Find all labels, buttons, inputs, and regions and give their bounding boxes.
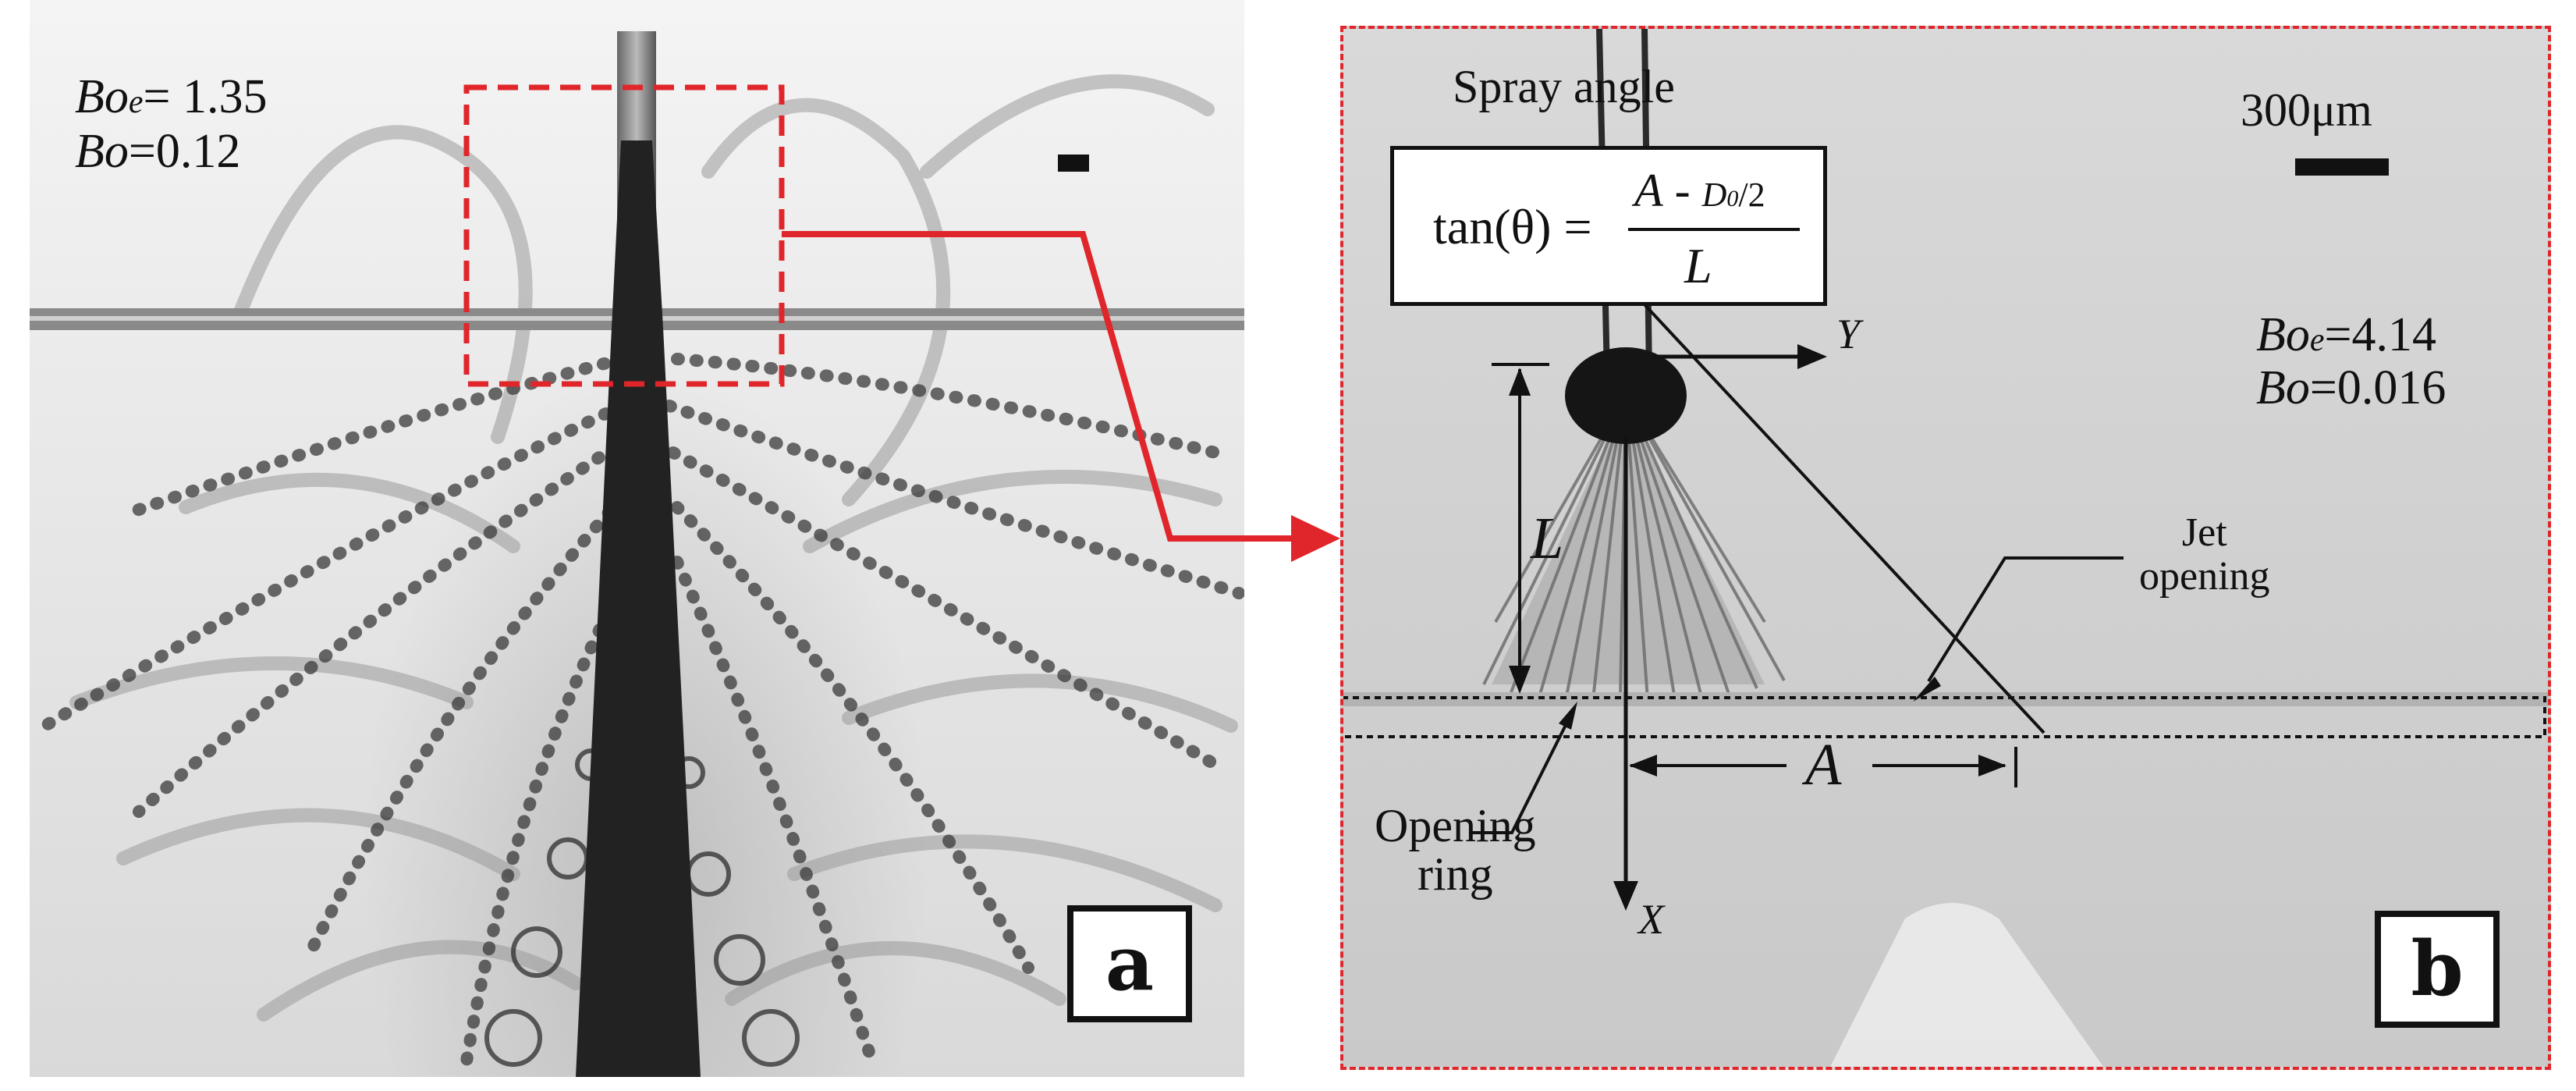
opening-ring-leader	[1470, 723, 1568, 834]
scale-bar-a	[1058, 155, 1089, 172]
formula-lhs: tan(θ) =	[1433, 199, 1592, 254]
photo-panel-b: Spray angle tan(θ) = A - D0/2 L 300μm Bo…	[1340, 26, 2551, 1070]
bubble-photo-a	[30, 31, 1244, 1077]
formula-fraction-bar	[1628, 228, 1800, 231]
jet-opening-label: Jet opening	[2139, 510, 2270, 599]
jet-opening-leader	[1927, 556, 2124, 683]
bo-e-label-a: Boe= 1.35	[75, 70, 268, 123]
formula-numerator: A - D0/2	[1634, 165, 1765, 216]
scale-label: 300μm	[2241, 84, 2372, 136]
photo-panel-a: Boe= 1.35 Bo=0.12 a	[30, 0, 1244, 1077]
x-axis-arrowhead	[1613, 881, 1638, 911]
tangent-line	[1607, 265, 2046, 734]
l-dimension-label: L	[1531, 506, 1564, 571]
panel-label-a: a	[1067, 905, 1192, 1022]
lower-spray	[1830, 903, 2104, 1067]
a-dimension-label: A	[1805, 732, 1842, 798]
formula-box: tan(θ) = A - D0/2 L	[1390, 146, 1827, 306]
spray-angle-title: Spray angle	[1453, 61, 1675, 112]
scale-bar-b	[2295, 158, 2389, 176]
jet-head	[1565, 347, 1687, 444]
opening-ring-label: Opening ring	[1375, 800, 1536, 900]
bo-label-b: Bo=0.016	[2256, 361, 2446, 414]
panel-label-b: b	[2375, 911, 2500, 1028]
spray-fan	[1482, 394, 1786, 701]
bo-e-label-b: Boe=4.14	[2256, 308, 2436, 361]
opening-ring-box	[1343, 696, 2546, 738]
x-axis-label: X	[1638, 896, 1664, 943]
y-axis-arrowhead	[1797, 344, 1827, 369]
bubble-jet	[576, 140, 701, 1077]
spray-photo-b	[1343, 29, 2548, 1067]
connector-arrowhead	[1291, 515, 1340, 562]
bo-label-a: Bo=0.12	[75, 125, 241, 178]
y-axis-label: Y	[1836, 311, 1861, 357]
bubble-chains	[39, 353, 1244, 1068]
formula-denominator: L	[1684, 238, 1712, 293]
zoom-box	[463, 84, 785, 387]
